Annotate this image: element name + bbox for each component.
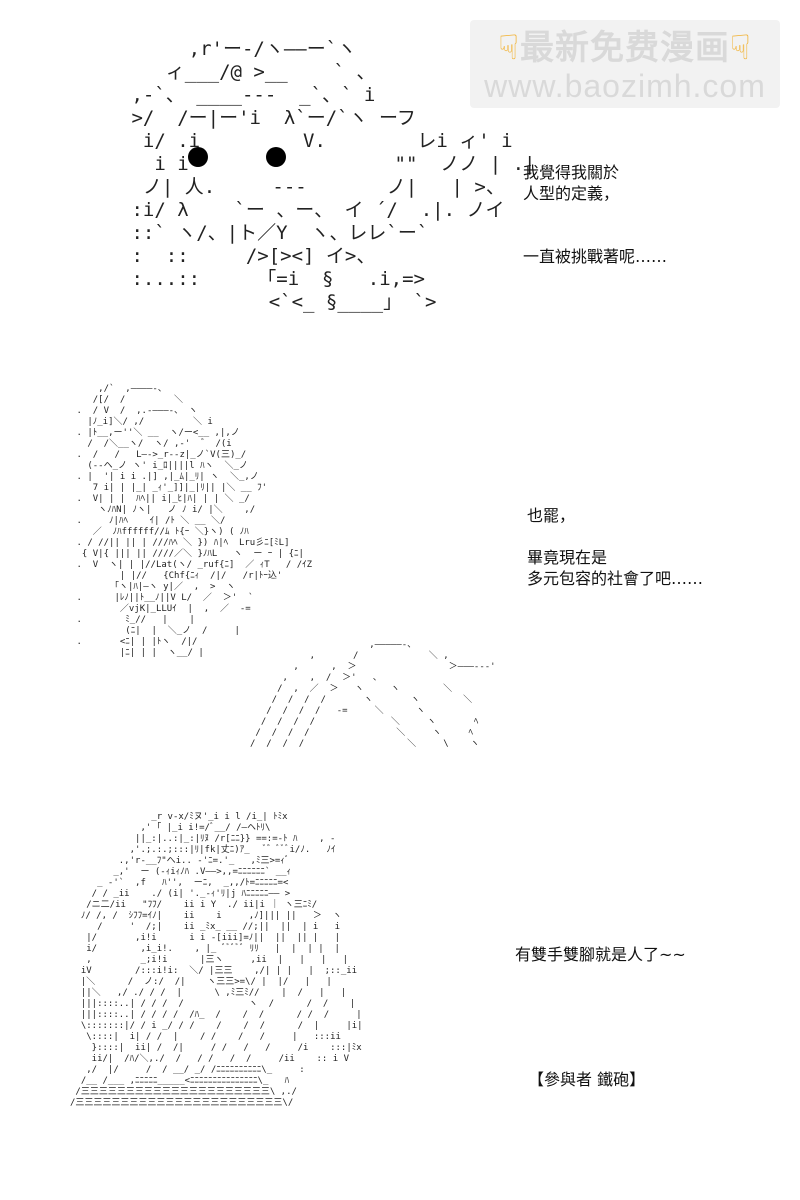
- dialogue-line: 也罷，: [527, 506, 576, 525]
- credit-line: 【參與者 鐵砲】: [528, 1070, 646, 1089]
- pointing-hand-icon: ☟: [498, 28, 520, 68]
- panel-3-dialogue: 有雙手雙腳就是人了~~: [515, 944, 686, 965]
- dialogue-line: 多元包容的社會了吧……: [527, 569, 704, 588]
- watermark-title: ☟最新免费漫画☟: [470, 28, 780, 68]
- dialogue-line: 我覺得我關於: [523, 163, 620, 182]
- dialogue-line: 有雙手雙腳就是人了~~: [515, 945, 686, 964]
- watermark-title-text: 最新免费漫画: [520, 28, 730, 68]
- dialogue-line: 一直被挑戰著呢……: [523, 247, 668, 266]
- dialogue-line: [523, 204, 667, 225]
- watermark-badge: ☟最新免费漫画☟ www.baozimh.com: [470, 20, 780, 108]
- dialogue-line: [527, 526, 703, 547]
- watermark-url: www.baozimh.com: [484, 68, 766, 104]
- eye-dot-left: [188, 147, 208, 167]
- ascii-art-figure-2: ,/` ,――――-、 /[/ / ＼ . / V / ,.-―――-、 ヽ |…: [76, 384, 313, 658]
- dialogue-line: 人型的定義，: [523, 184, 620, 203]
- dialogue-line: 畢竟現在是: [527, 548, 608, 567]
- ascii-art-figure-1: ,r'ー-/ヽ――ー`ヽ ィ___/@ >__ ` 、 ,-`、 ____---…: [131, 38, 536, 313]
- eye-dot-right: [266, 147, 286, 167]
- dialogue-line: [523, 225, 667, 246]
- ascii-art-figure-3: _r v-x/ﾐヌ'_i i l /i_| ﾄﾐx ,' ｢ |_i i!=/ﾞ…: [70, 812, 363, 1108]
- participant-credit: 【參與者 鐵砲】: [528, 1069, 645, 1090]
- panel-1-dialogue: 我覺得我關於 人型的定義， 一直被挑戰著呢……: [523, 162, 667, 267]
- pointing-hand-icon: ☟: [730, 28, 752, 68]
- ascii-art-arc-lines: ,―――――-、 , / ＼ , , , ＞ ＞―――---' , , / ＞'…: [250, 640, 496, 749]
- panel-2-dialogue: 也罷， 畢竟現在是 多元包容的社會了吧……: [527, 505, 703, 589]
